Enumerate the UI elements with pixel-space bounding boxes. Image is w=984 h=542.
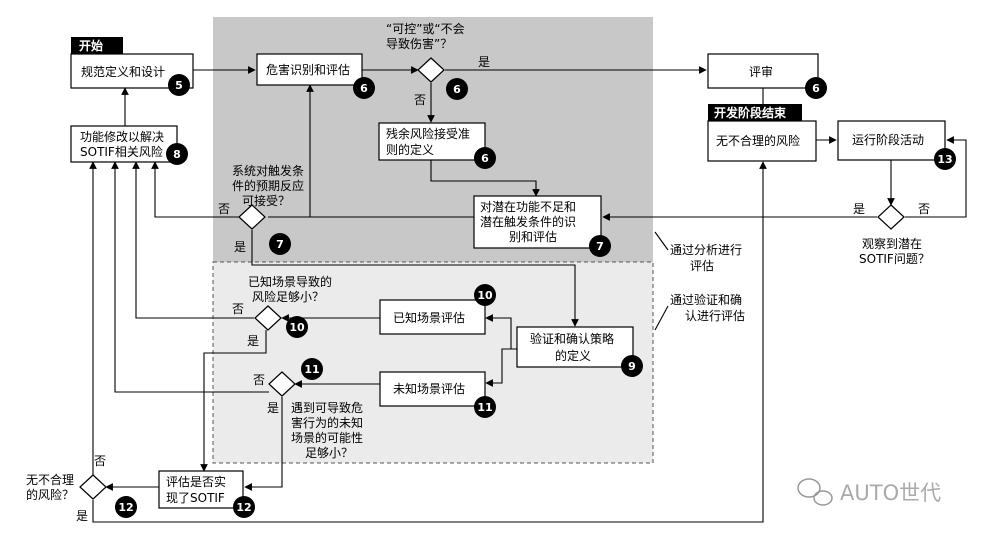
final-risk-decision: 12 无不合理 的风险？ 否 是 [26,454,137,523]
trigger-response-decision: 系统对触发条 件的预期反应 可接受？ 7 否 是 [218,163,304,255]
step-badge: 6 [812,82,820,95]
trigger-question-line1: 系统对触发条 [232,163,304,178]
step-badge: 6 [360,82,368,95]
wechat-icon [797,478,833,506]
step-badge: 5 [175,79,183,92]
no-label: 否 [218,202,230,216]
yes-label: 是 [478,55,490,69]
step-badge: 6 [453,83,461,96]
controllable-question-line2: 导致伤害”？ [386,36,452,51]
unknown-scenario-decision: 11 否 是 遇到可导致危 害行为的未知 场景的可能性 足够小？ [253,358,363,460]
start-node: 开始 规范定义和设计 5 [70,37,194,96]
verification-annotation: 通过验证和确 认进行评估 [654,292,745,331]
insufficiency-evaluation-node: 对潜在功能不足和 潜在触发条件的识 别和评估 7 [473,195,611,257]
verify-line2: 认进行评估 [685,309,745,323]
operation-label: 运行阶段活动 [852,132,924,147]
eval-line2: 潜在触发条件的识 [480,214,576,229]
observe-line2: SOTIF问题？ [859,252,930,266]
unknown-question-line1: 遇到可导致危 [291,401,363,415]
no-label: 否 [94,454,106,468]
review-label: 评审 [749,64,773,79]
step-badge: 12 [118,501,133,514]
step-badge: 12 [236,501,251,514]
operation-phase-node: 运行阶段活动 13 [837,120,956,170]
observe-issue-decision: 是 否 观察到潜在 SOTIF问题？ [853,202,930,266]
function-modification-node: 功能修改以解决 SOTIF相关风险 8 [70,125,188,165]
step-badge: 11 [304,363,319,376]
known-question-line2: 风险足够小？ [252,289,324,304]
analysis-annotation: 通过分析进行 评估 [654,231,742,273]
analysis-line1: 通过分析进行 [670,243,742,257]
controllable-question-line1: “可控”或“不会 [386,22,465,36]
verify-line1: 通过验证和确 [670,292,742,307]
known-scenario-evaluation-node: 已知场景评估 10 [379,284,496,335]
residual-line2: 则的定义 [386,142,434,157]
yes-label: 是 [247,334,259,348]
step-badge: 9 [628,360,636,373]
no-label: 否 [253,373,265,387]
yes-label: 是 [234,240,246,254]
step-badge: 6 [481,152,489,165]
connectors [89,66,967,523]
step-badge: 11 [477,401,492,414]
observe-line1: 观察到潜在 [862,237,922,251]
sotif-eval-line2: 现了SOTIF [166,491,225,505]
step-badge: 7 [596,240,604,253]
known-question-line1: 已知场景导致的 [248,274,332,289]
trigger-question-line3: 可接受？ [242,193,290,208]
no-label: 否 [414,93,426,107]
step-badge: 10 [477,289,493,302]
review-node: 评审 6 [707,53,827,99]
vv-line2: 的定义 [555,348,591,363]
analysis-line2: 评估 [690,259,714,273]
modify-line1: 功能修改以解决 [80,129,164,144]
unknown-question-line2: 害行为的未知 [291,415,363,430]
step-badge: 8 [173,148,181,161]
eval-line1: 对潜在功能不足和 [480,200,576,214]
unknown-scenario-evaluation-node: 未知场景评估 11 [379,371,496,418]
dev-end-tag: 开发阶段结束 [714,105,787,120]
final-question-line2: 的风险？ [26,487,74,502]
start-label: 规范定义和设计 [81,64,165,79]
hazard-label: 危害识别和评估 [266,62,350,77]
known-scenario-decision: 已知场景导致的 风险足够小？ 10 否 是 [232,274,332,348]
no-label: 否 [918,202,930,216]
start-tag: 开始 [79,38,103,53]
step-badge: 10 [289,321,305,334]
unknown-question-line3: 场景的可能性 [291,430,363,445]
sotif-achieved-evaluation-node: 评估是否实 现了SOTIF 12 [158,470,255,518]
step-badge: 13 [937,153,952,166]
unknown-eval-label: 未知场景评估 [393,382,465,396]
watermark: AUTO世代 [797,478,941,506]
yes-label: 是 [853,202,865,216]
development-end-node: 开发阶段结束 无不合理的风险 [707,104,817,162]
trigger-question-line2: 件的预期反应 [232,178,304,193]
dev-end-label: 无不合理的风险 [716,133,800,148]
unknown-question-line4: 足够小？ [305,446,353,460]
final-question-line1: 无不合理 [26,472,74,487]
vv-line1: 验证和确认策略 [530,331,614,346]
known-eval-label: 已知场景评估 [393,311,465,325]
eval-line3: 别和评估 [509,230,557,244]
watermark-text: AUTO世代 [840,481,941,505]
residual-line1: 残余风险接受准 [386,126,470,141]
modify-line2: SOTIF相关风险 [80,144,163,159]
residual-risk-node: 残余风险接受准 则的定义 6 [378,122,496,169]
yes-label: 是 [76,509,88,523]
hazard-analysis-node: 危害识别和评估 6 [256,53,375,99]
step-badge: 7 [276,238,284,251]
controllable-decision: “可控”或“不会 导致伤害”？ 6 是 否 [386,22,490,107]
no-label: 否 [232,302,244,316]
sotif-eval-line1: 评估是否实 [166,474,226,489]
yes-label: 是 [267,401,279,415]
vv-strategy-node: 验证和确认策略 的定义 9 [516,326,643,377]
